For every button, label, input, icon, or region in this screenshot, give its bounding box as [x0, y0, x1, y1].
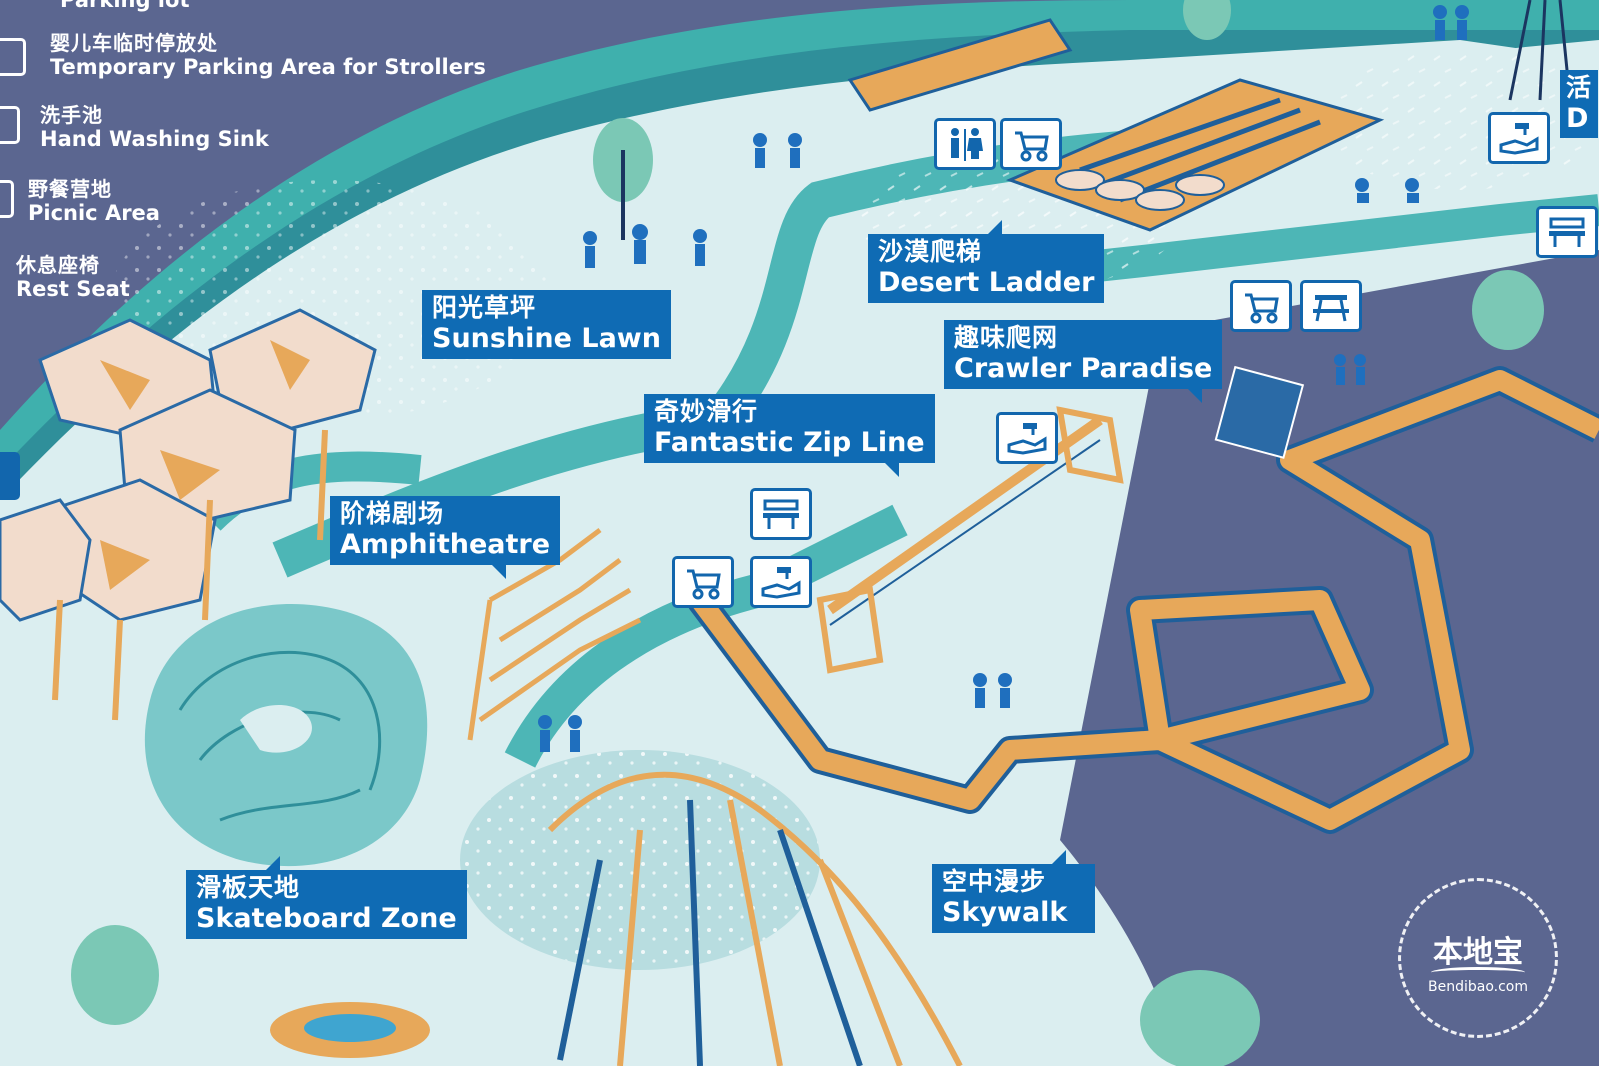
legend-item-hand-washing: 洗手池 Hand Washing Sink: [40, 103, 269, 152]
legend-zh: 洗手池: [40, 103, 103, 127]
label-en: Skywalk: [942, 896, 1068, 928]
label-en: Fantastic Zip Line: [654, 426, 925, 458]
desert-ladder-structure: [1005, 78, 1385, 232]
legend-en: Picnic Area: [28, 201, 160, 225]
label-zh: 阶梯剧场: [340, 499, 445, 528]
label-zh: 沙漠爬梯: [878, 237, 983, 266]
stroller-icon-2: [1230, 280, 1292, 332]
solar-panel: [1214, 365, 1305, 459]
legend-zh: 野餐营地: [28, 177, 112, 201]
watermark-badge: 本地宝 Bendibao.com: [1398, 878, 1558, 1038]
label-fantastic-zip-line: 奇妙滑行 Fantastic Zip Line: [644, 394, 935, 477]
hand-washing-icon: [996, 412, 1058, 464]
rest-seat-icon: [750, 488, 812, 540]
stroller-icon: [1000, 118, 1062, 170]
label-zh: 空中漫步: [942, 867, 1047, 896]
pavilion-roof: [847, 18, 1073, 112]
restroom-icon: [934, 118, 996, 170]
label-en: D: [1566, 102, 1589, 134]
tree-3: [1472, 270, 1544, 350]
label-sunshine-lawn: 阳光草坪 Sunshine Lawn: [422, 290, 671, 359]
info-icon: [0, 452, 20, 500]
picnic-icon: [1300, 280, 1362, 332]
legend-item-picnic: 野餐营地 Picnic Area: [28, 177, 160, 226]
people-figures: [538, 5, 1469, 752]
watermark-en: Bendibao.com: [1427, 979, 1528, 995]
label-desert-ladder: 沙漠爬梯 Desert Ladder: [868, 220, 1105, 303]
legend-en: Hand Washing Sink: [40, 127, 269, 151]
hand-washing-icon-2: [750, 556, 812, 608]
legend-zh: 休息座椅: [16, 253, 100, 277]
label-en: Skateboard Zone: [196, 902, 457, 934]
label-en: Amphitheatre: [340, 528, 551, 560]
rest-seat-icon-2: [1536, 206, 1598, 258]
label-crawler-paradise: 趣味爬网 Crawler Paradise: [944, 320, 1223, 403]
label-pointer: [1052, 850, 1066, 864]
sculpture-structure: [547, 771, 963, 1066]
stroller-icon-3: [672, 556, 734, 608]
legend-en: Rest Seat: [16, 277, 130, 301]
label-pointer: [988, 220, 1002, 234]
watermark-zh: 本地宝: [1433, 935, 1523, 970]
skywalk-structure: [688, 366, 1599, 834]
label-pointer: [1188, 388, 1203, 403]
tree-4: [71, 925, 159, 1025]
label-pointer: [266, 856, 280, 870]
watermark-arc: [1431, 967, 1525, 978]
hand-washing-icon-3: [1488, 112, 1550, 164]
label-amphitheatre: 阶梯剧场 Amphitheatre: [330, 496, 561, 579]
hand-washing-icon: [0, 106, 20, 144]
label-pointer: [492, 564, 507, 579]
label-zh: 滑板天地: [196, 873, 301, 902]
stroller-icon: [0, 38, 26, 76]
legend-item-stroller-parking: 婴儿车临时停放处 Temporary Parking Area for Stro…: [50, 31, 486, 80]
label-pointer: [884, 462, 899, 477]
label-zh: 活: [1566, 73, 1593, 102]
legend-item-parking-lot: Parking lot: [60, 0, 189, 12]
lower-right-area: [1060, 250, 1599, 1066]
legend-en: Temporary Parking Area for Strollers: [50, 55, 486, 79]
label-zh: 趣味爬网: [954, 323, 1059, 352]
label-en: Desert Ladder: [878, 266, 1095, 298]
canopies: [0, 308, 377, 721]
tree-2: [1183, 0, 1231, 40]
legend-zh: 婴儿车临时停放处: [50, 31, 218, 55]
label-edge-right: 活 D: [1560, 70, 1599, 138]
label-skateboard-zone: 滑板天地 Skateboard Zone: [186, 856, 467, 939]
skate-pool-inner: [240, 705, 312, 753]
label-en: Crawler Paradise: [954, 352, 1213, 384]
label-zh: 奇妙滑行: [654, 397, 759, 426]
label-zh: 阳光草坪: [432, 293, 537, 322]
label-en: Sunshine Lawn: [432, 322, 661, 354]
tree-5: [1140, 970, 1260, 1066]
legend-en: Parking lot: [60, 0, 190, 12]
label-skywalk: 空中漫步 Skywalk: [932, 850, 1096, 933]
legend-item-rest-seat: 休息座椅 Rest Seat: [16, 253, 130, 302]
picnic-icon: [0, 180, 14, 218]
